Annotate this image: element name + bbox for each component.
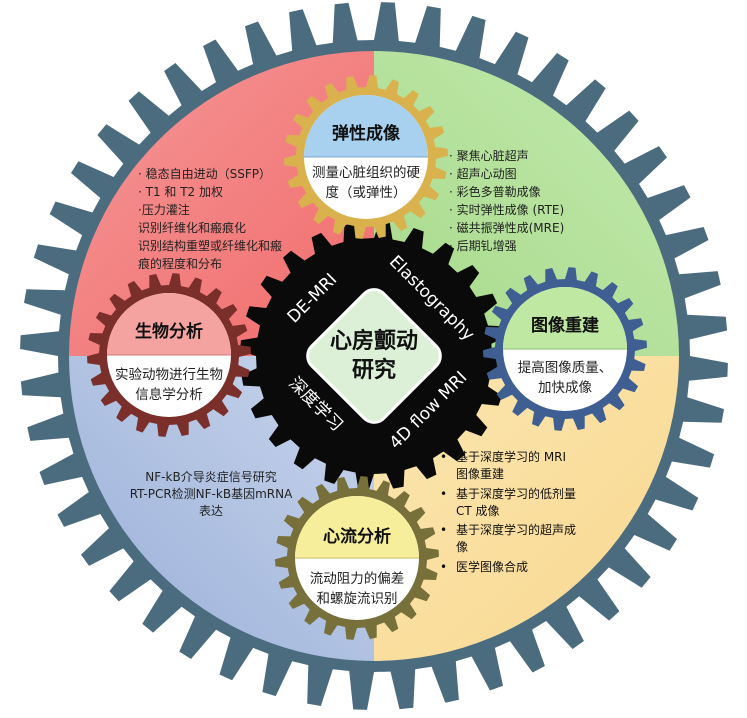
- bio-header: [107, 293, 231, 355]
- center-title-line2: 研究: [352, 357, 396, 383]
- bullet: •: [440, 523, 447, 537]
- node-image-reconstruction: 图像重建 提高图像质量、 加快成像: [483, 267, 647, 431]
- recon-header: [503, 287, 627, 349]
- list-de-mri: · 稳态自由进动（SSFP） · T1 和 T2 加权 ·压力灌注 识别纤维化和…: [138, 166, 282, 271]
- list-item: 痕的程度和分布: [138, 256, 222, 271]
- list-item: 识别纤维化和瘢痕化: [138, 220, 246, 235]
- list-item: · T1 和 T2 加权: [138, 185, 223, 199]
- list-item: · 磁共振弹性成(MRE): [449, 220, 564, 235]
- list-item: 图像重建: [456, 467, 504, 481]
- flow-title: 心流分析: [323, 526, 391, 547]
- list-item: 表达: [199, 504, 223, 518]
- node-flow-analysis: 心流分析 流动阻力的偏差 和螺旋流识别: [275, 476, 439, 640]
- elastic-header: [304, 95, 428, 157]
- flow-desc-line2: 和螺旋流识别: [317, 591, 398, 607]
- list-bio: NF-kB介导炎症信号研究 RT-PCR检测NF-kB基因mRNA 表达: [130, 469, 293, 518]
- list-elastography: · 聚焦心脏超声 · 超声心动图 · 彩色多普勒成像 · 实时弹性成像 (RTE…: [449, 148, 564, 253]
- list-item: 基于深度学习的低剂量: [456, 486, 576, 501]
- node-elastic-imaging: 弹性成像 测量心脏组织的硬 度（或弹性）: [284, 75, 448, 239]
- recon-title: 图像重建: [531, 315, 599, 336]
- list-item: · 后期钆增强: [449, 238, 517, 253]
- recon-desc-line2: 加快成像: [538, 380, 592, 396]
- list-item: 识别结构重塑或纤维化和瘢: [138, 238, 282, 253]
- list-item: ·压力灌注: [138, 202, 190, 217]
- center-diamond: [306, 288, 442, 424]
- list-item: · 聚焦心脏超声: [449, 148, 529, 163]
- flow-desc-line1: 流动阻力的偏差: [310, 571, 405, 587]
- bio-title: 生物分析: [135, 321, 203, 342]
- flow-header: [295, 496, 419, 558]
- list-item: · 稳态自由进动（SSFP）: [138, 166, 271, 181]
- list-item: 像: [456, 540, 468, 554]
- list-item: · 彩色多普勒成像: [449, 185, 541, 199]
- list-deep-learning: • 基于深度学习的 MRI 图像重建 • 基于深度学习的低剂量 CT 成像 • …: [440, 449, 576, 574]
- list-item: · 超声心动图: [449, 166, 517, 181]
- list-item: 医学图像合成: [456, 559, 528, 574]
- bio-desc-line1: 实验动物进行生物: [115, 367, 223, 383]
- list-item: · 实时弹性成像 (RTE): [449, 202, 564, 217]
- bio-desc-line2: 信息学分析: [135, 386, 203, 403]
- recon-desc-line1: 提高图像质量、: [518, 359, 613, 376]
- elastic-desc-line1: 测量心脏组织的硬: [312, 165, 420, 181]
- list-item: RT-PCR检测NF-kB基因mRNA: [130, 486, 293, 501]
- list-item: 基于深度学习的超声成: [456, 522, 576, 537]
- list-item: NF-kB介导炎症信号研究: [145, 469, 276, 484]
- elastic-desc-line2: 度（或弹性）: [326, 185, 407, 201]
- bullet: •: [440, 450, 447, 464]
- list-item: CT 成像: [456, 504, 500, 518]
- node-biological-analysis: 生物分析 实验动物进行生物 信息学分析: [87, 273, 251, 437]
- list-item: 基于深度学习的 MRI: [456, 449, 566, 464]
- bullet: •: [440, 487, 447, 501]
- center-title-line1: 心房颤动: [330, 328, 418, 354]
- bullet: •: [440, 560, 447, 574]
- elastic-title: 弹性成像: [332, 123, 401, 144]
